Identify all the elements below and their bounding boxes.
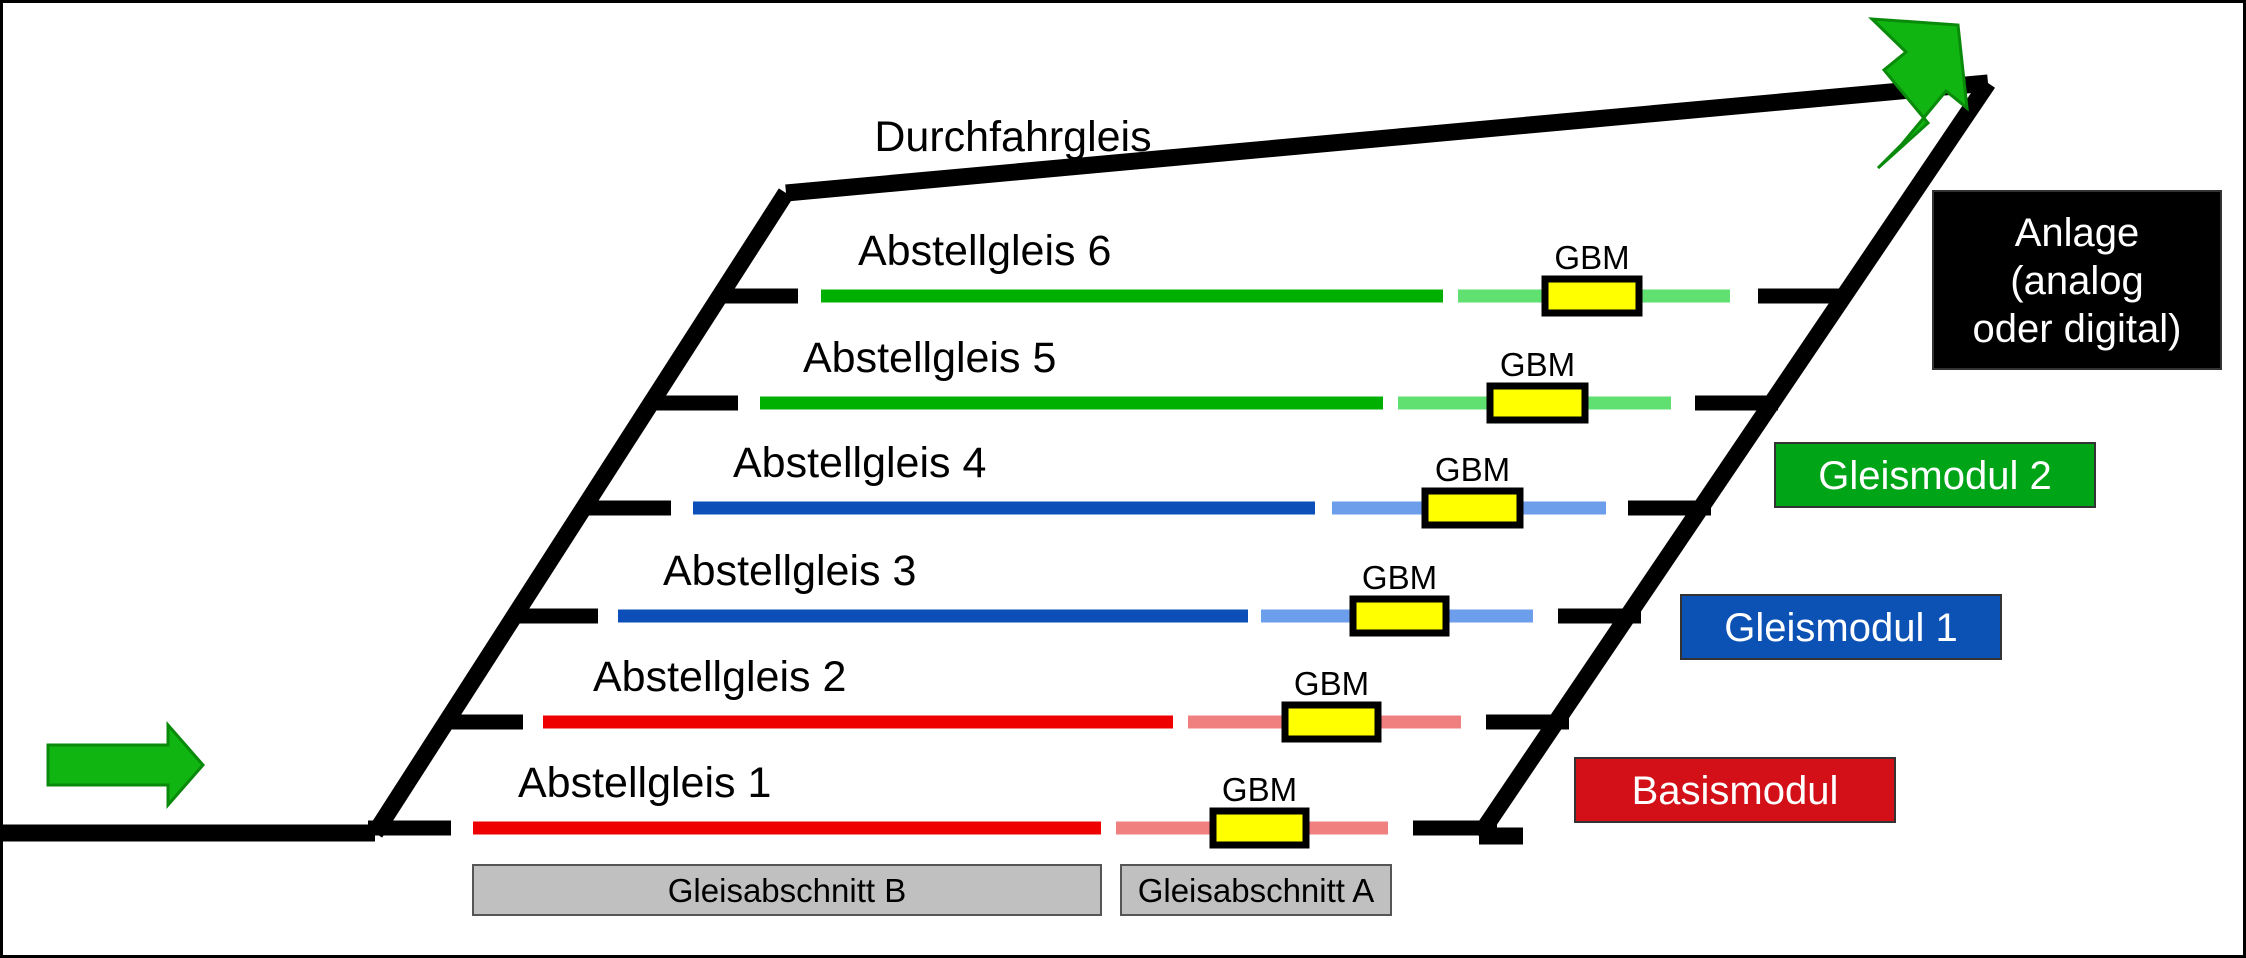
abstellgleis-3-gbm-block xyxy=(1349,595,1450,637)
rail-right-diagonal xyxy=(1471,78,1996,841)
section-gleisabschnitt-a: Gleisabschnitt A xyxy=(1120,864,1392,916)
abstellgleis-2-label: Abstellgleis 2 xyxy=(593,653,846,701)
legend-anlage-line-1: (analog xyxy=(2010,259,2143,303)
entry-arrow-shape xyxy=(46,721,205,809)
abstellgleis-6-label: Abstellgleis 6 xyxy=(858,227,1111,275)
siding-abstellgleis-2: GBM Abstellgleis 2 xyxy=(441,653,1569,743)
legend-anlage-line-2: oder digital) xyxy=(1972,307,2181,351)
rail-top-through xyxy=(785,74,1989,202)
abstellgleis-5-gbm-label: GBM xyxy=(1500,346,1575,383)
legend-anlage-box[interactable] xyxy=(1932,190,2222,370)
track-plan-svg: Durchfahrgleis GBM Abstellgleis 6 GBM Abste… xyxy=(3,17,2222,916)
abstellgleis-2-gbm-block xyxy=(1281,701,1382,743)
legend-basismodul-box[interactable] xyxy=(1574,757,1896,823)
through-track-label: Durchfahrgleis xyxy=(874,113,1151,161)
exit-arrow-shape xyxy=(1868,17,1969,170)
abstellgleis-1-gbm-label: GBM xyxy=(1222,771,1297,808)
exit-arrow xyxy=(1868,17,1969,170)
abstellgleis-6-gbm-label: GBM xyxy=(1554,239,1629,276)
abstellgleis-1-gbm-block xyxy=(1209,807,1310,849)
abstellgleis-6-gbm-block xyxy=(1541,275,1643,317)
legend-anlage-line-0: Anlage xyxy=(2015,211,2140,255)
sidings-group: GBM Abstellgleis 6 GBM Abstellgleis 5 GBM Abs… xyxy=(368,227,1841,849)
abstellgleis-4-label: Abstellgleis 4 xyxy=(733,439,986,487)
legend-gleismodul-1[interactable]: Gleismodul 1 xyxy=(1680,594,2002,660)
siding-abstellgleis-5: GBM Abstellgleis 5 xyxy=(656,334,1778,424)
track-sections-group: Gleisabschnitt B Gleisabschnitt A xyxy=(472,864,1392,916)
abstellgleis-5-label: Abstellgleis 5 xyxy=(803,334,1056,382)
abstellgleis-3-label: Abstellgleis 3 xyxy=(663,547,916,595)
legend-gleismodul-2[interactable]: Gleismodul 2 xyxy=(1774,442,2096,508)
gleisabschnitt-a-label: Gleisabschnitt A xyxy=(1138,872,1375,909)
section-gleisabschnitt-b: Gleisabschnitt B xyxy=(472,864,1102,916)
gleisabschnitt-b-box xyxy=(472,864,1102,916)
legend-gleismodul-1-box[interactable] xyxy=(1680,594,2002,660)
abstellgleis-2-gbm-label: GBM xyxy=(1294,665,1369,702)
gleisabschnitt-a-box xyxy=(1120,864,1392,916)
siding-abstellgleis-6: GBM Abstellgleis 6 xyxy=(716,227,1841,317)
abstellgleis-4-gbm-block xyxy=(1421,487,1524,529)
abstellgleis-5-gbm-block xyxy=(1486,382,1589,424)
legend-basismodul-line-0: Basismodul xyxy=(1632,769,1839,813)
siding-abstellgleis-3: GBM Abstellgleis 3 xyxy=(513,547,1641,637)
entry-arrow xyxy=(46,721,205,809)
siding-abstellgleis-1: GBM Abstellgleis 1 xyxy=(368,759,1497,849)
legend-basismodul[interactable]: Basismodul xyxy=(1574,757,1896,823)
legend-gleismodul-2-line-0: Gleismodul 2 xyxy=(1818,454,2051,498)
legend-gleismodul-1-line-0: Gleismodul 1 xyxy=(1724,606,1957,650)
abstellgleis-4-gbm-label: GBM xyxy=(1435,451,1510,488)
legend-gleismodul-2-box[interactable] xyxy=(1774,442,2096,508)
abstellgleis-1-label: Abstellgleis 1 xyxy=(518,759,771,807)
gleisabschnitt-b-label: Gleisabschnitt B xyxy=(668,872,906,909)
abstellgleis-3-gbm-label: GBM xyxy=(1362,559,1437,596)
siding-abstellgleis-4: GBM Abstellgleis 4 xyxy=(588,439,1711,529)
